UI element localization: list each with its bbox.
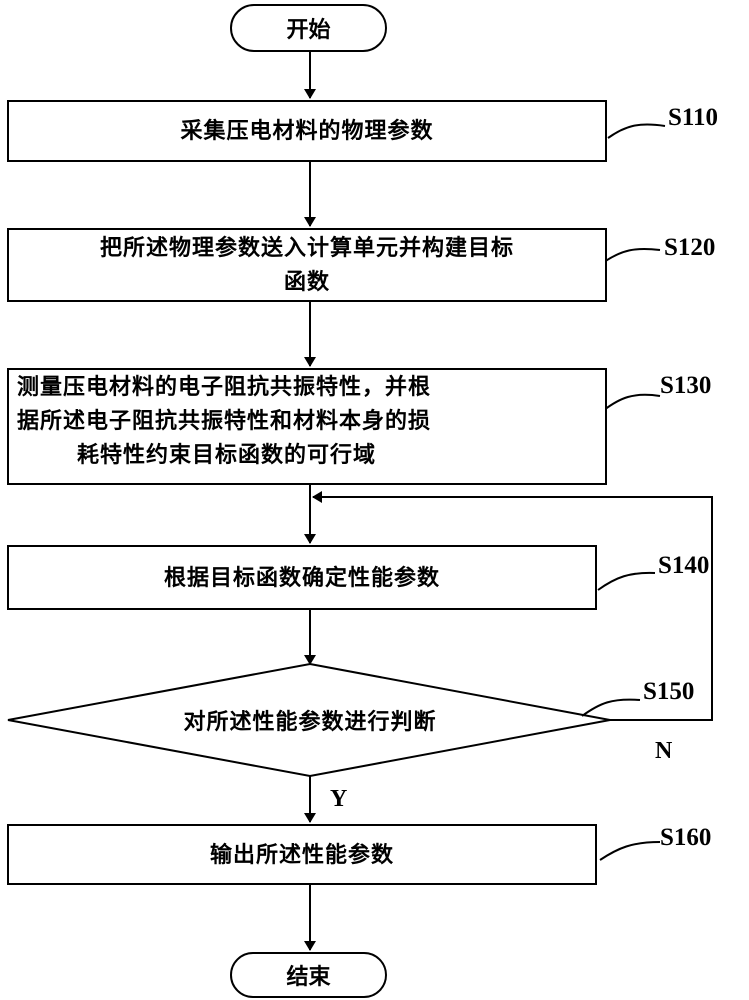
loop-back-line: [312, 491, 713, 721]
process-box-s130: 测量压电材料的电子阻抗共振特性，并根 据所述电子阻抗共振特性和材料本身的损 耗特…: [7, 368, 607, 485]
leader-s160: [599, 841, 661, 861]
decision-diamond: [7, 662, 611, 778]
s120-text-line2: 函数: [283, 269, 330, 295]
process-box-s120: 把所述物理参数送入计算单元并构建目标 函数: [7, 228, 607, 302]
s140-text: 根据目标函数确定性能参数: [163, 564, 440, 591]
s110-text: 采集压电材料的物理参数: [180, 118, 434, 144]
leader-s110: [607, 123, 666, 139]
end-label: 结束: [286, 964, 331, 990]
step-label-s140: S140: [658, 552, 710, 579]
s130-text-line2: 据所述电子阻抗共振特性和材料本身的损: [17, 408, 432, 434]
step-label-s120: S120: [664, 234, 716, 261]
start-terminal: 开始: [230, 4, 387, 52]
s150-text: 对所述性能参数进行判断: [183, 709, 437, 735]
start-label: 开始: [286, 17, 331, 43]
s130-text-line1: 测量压电材料的电子阻抗共振特性，并根: [17, 374, 432, 400]
s120-text-line1: 把所述物理参数送入计算单元并构建目标: [99, 235, 514, 261]
step-label-s160: S160: [660, 824, 712, 851]
branch-no-label: N: [655, 738, 673, 764]
leader-s120: [603, 247, 661, 263]
leader-s140: [597, 571, 656, 591]
s160-text: 输出所述性能参数: [209, 841, 394, 868]
branch-yes-label: Y: [330, 786, 348, 812]
s130-text-line3: 耗特性约束目标函数的可行域: [77, 442, 377, 468]
end-terminal: 结束: [230, 952, 387, 998]
leader-s130: [603, 393, 661, 411]
leader-s150: [581, 698, 641, 717]
process-box-s160: 输出所述性能参数: [7, 824, 597, 885]
step-label-s150: S150: [643, 678, 695, 705]
process-box-s140: 根据目标函数确定性能参数: [7, 545, 597, 610]
step-label-s130: S130: [660, 372, 712, 399]
process-box-s110: 采集压电材料的物理参数: [7, 100, 607, 162]
step-label-s110: S110: [668, 104, 719, 131]
